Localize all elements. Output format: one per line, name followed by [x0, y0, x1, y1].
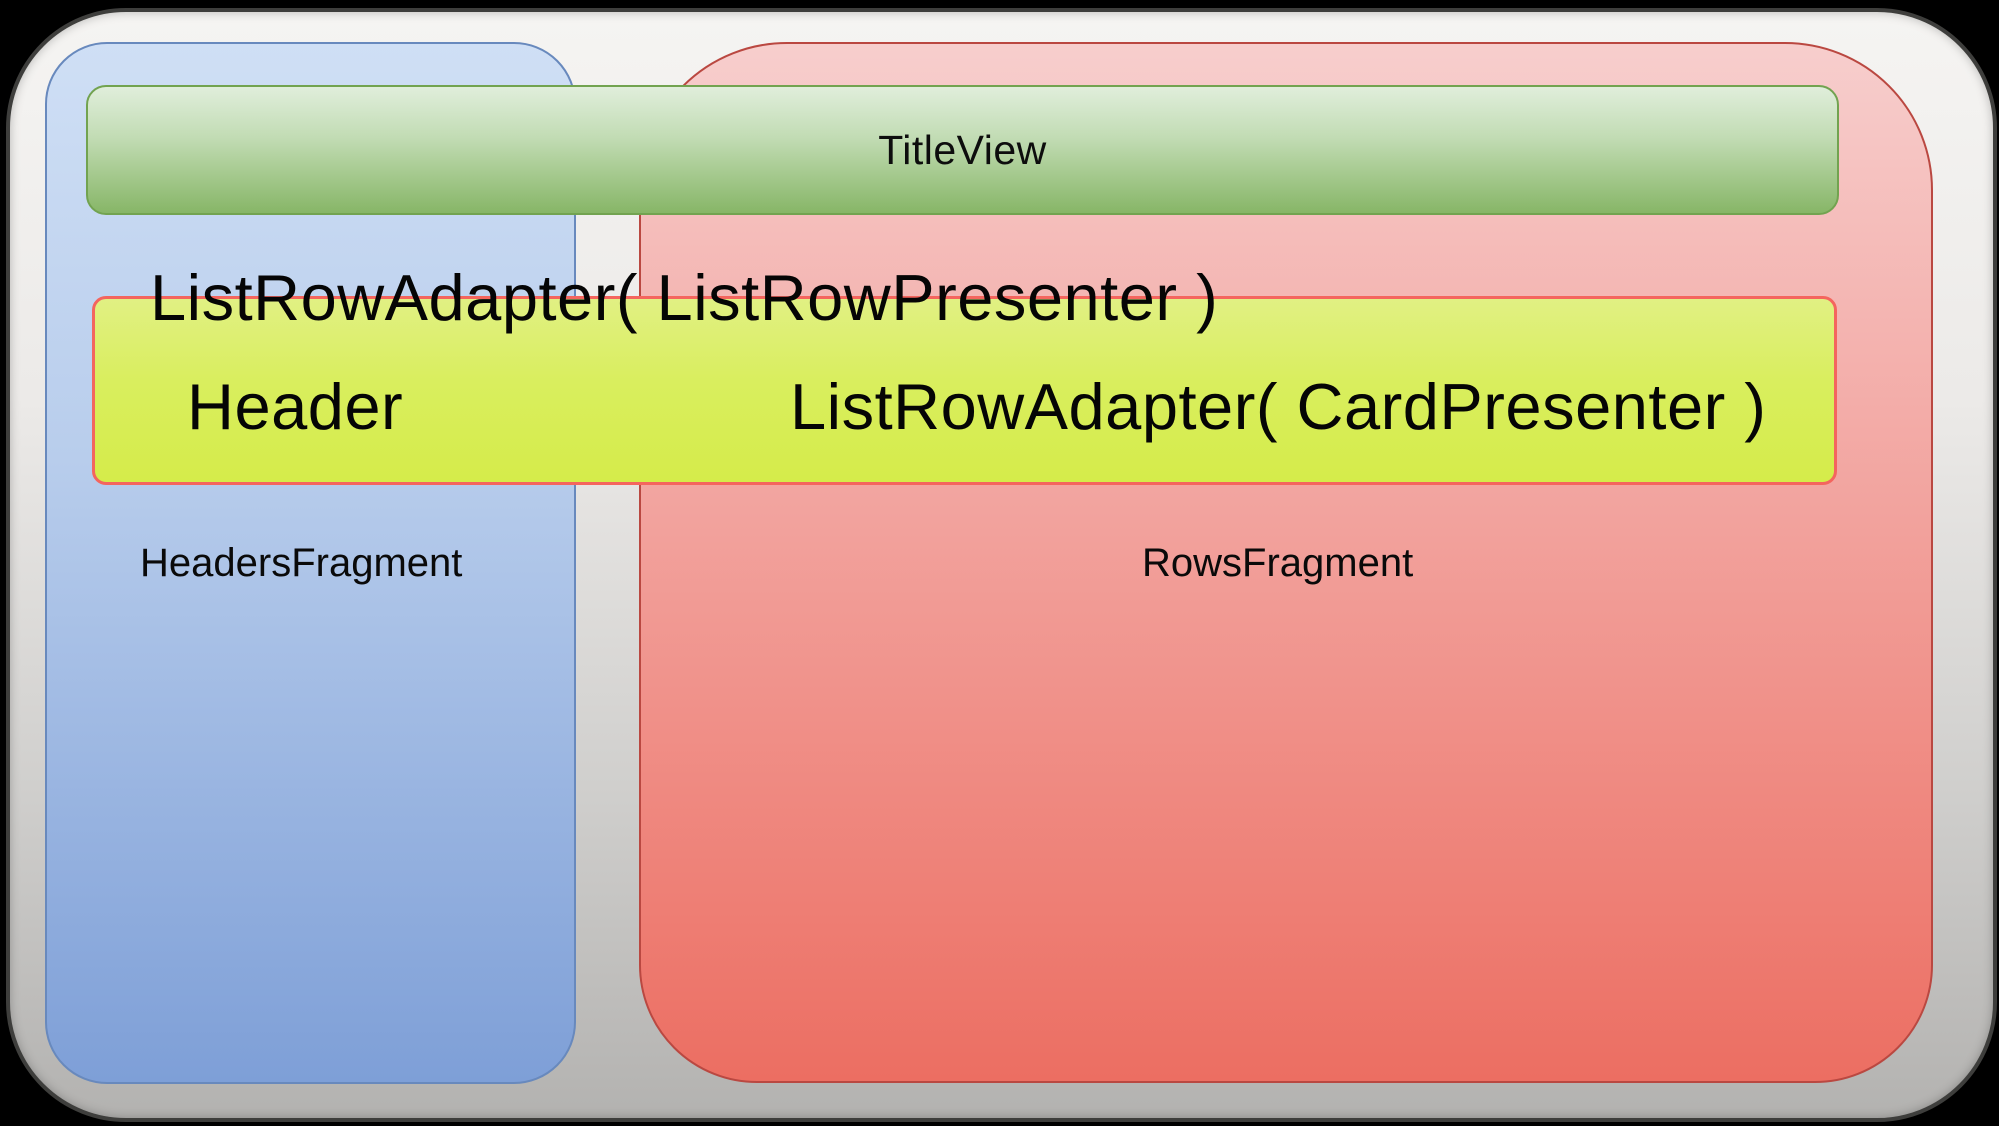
header-label: Header	[187, 370, 404, 443]
headers-fragment-panel	[45, 42, 576, 1084]
title-view-label: TitleView	[878, 126, 1047, 173]
rows-fragment-label: RowsFragment	[1142, 541, 1414, 585]
title-view-bar: TitleView	[86, 85, 1839, 215]
list-row-adapter-box	[92, 296, 1837, 485]
card-presenter-adapter-text: ListRowAdapter( CardPresenter )	[790, 370, 1767, 443]
list-row-adapter-presenter-text: ListRowAdapter( ListRowPresenter )	[150, 261, 1219, 334]
headers-fragment-label: HeadersFragment	[140, 541, 463, 585]
rows-fragment-panel	[639, 42, 1933, 1083]
